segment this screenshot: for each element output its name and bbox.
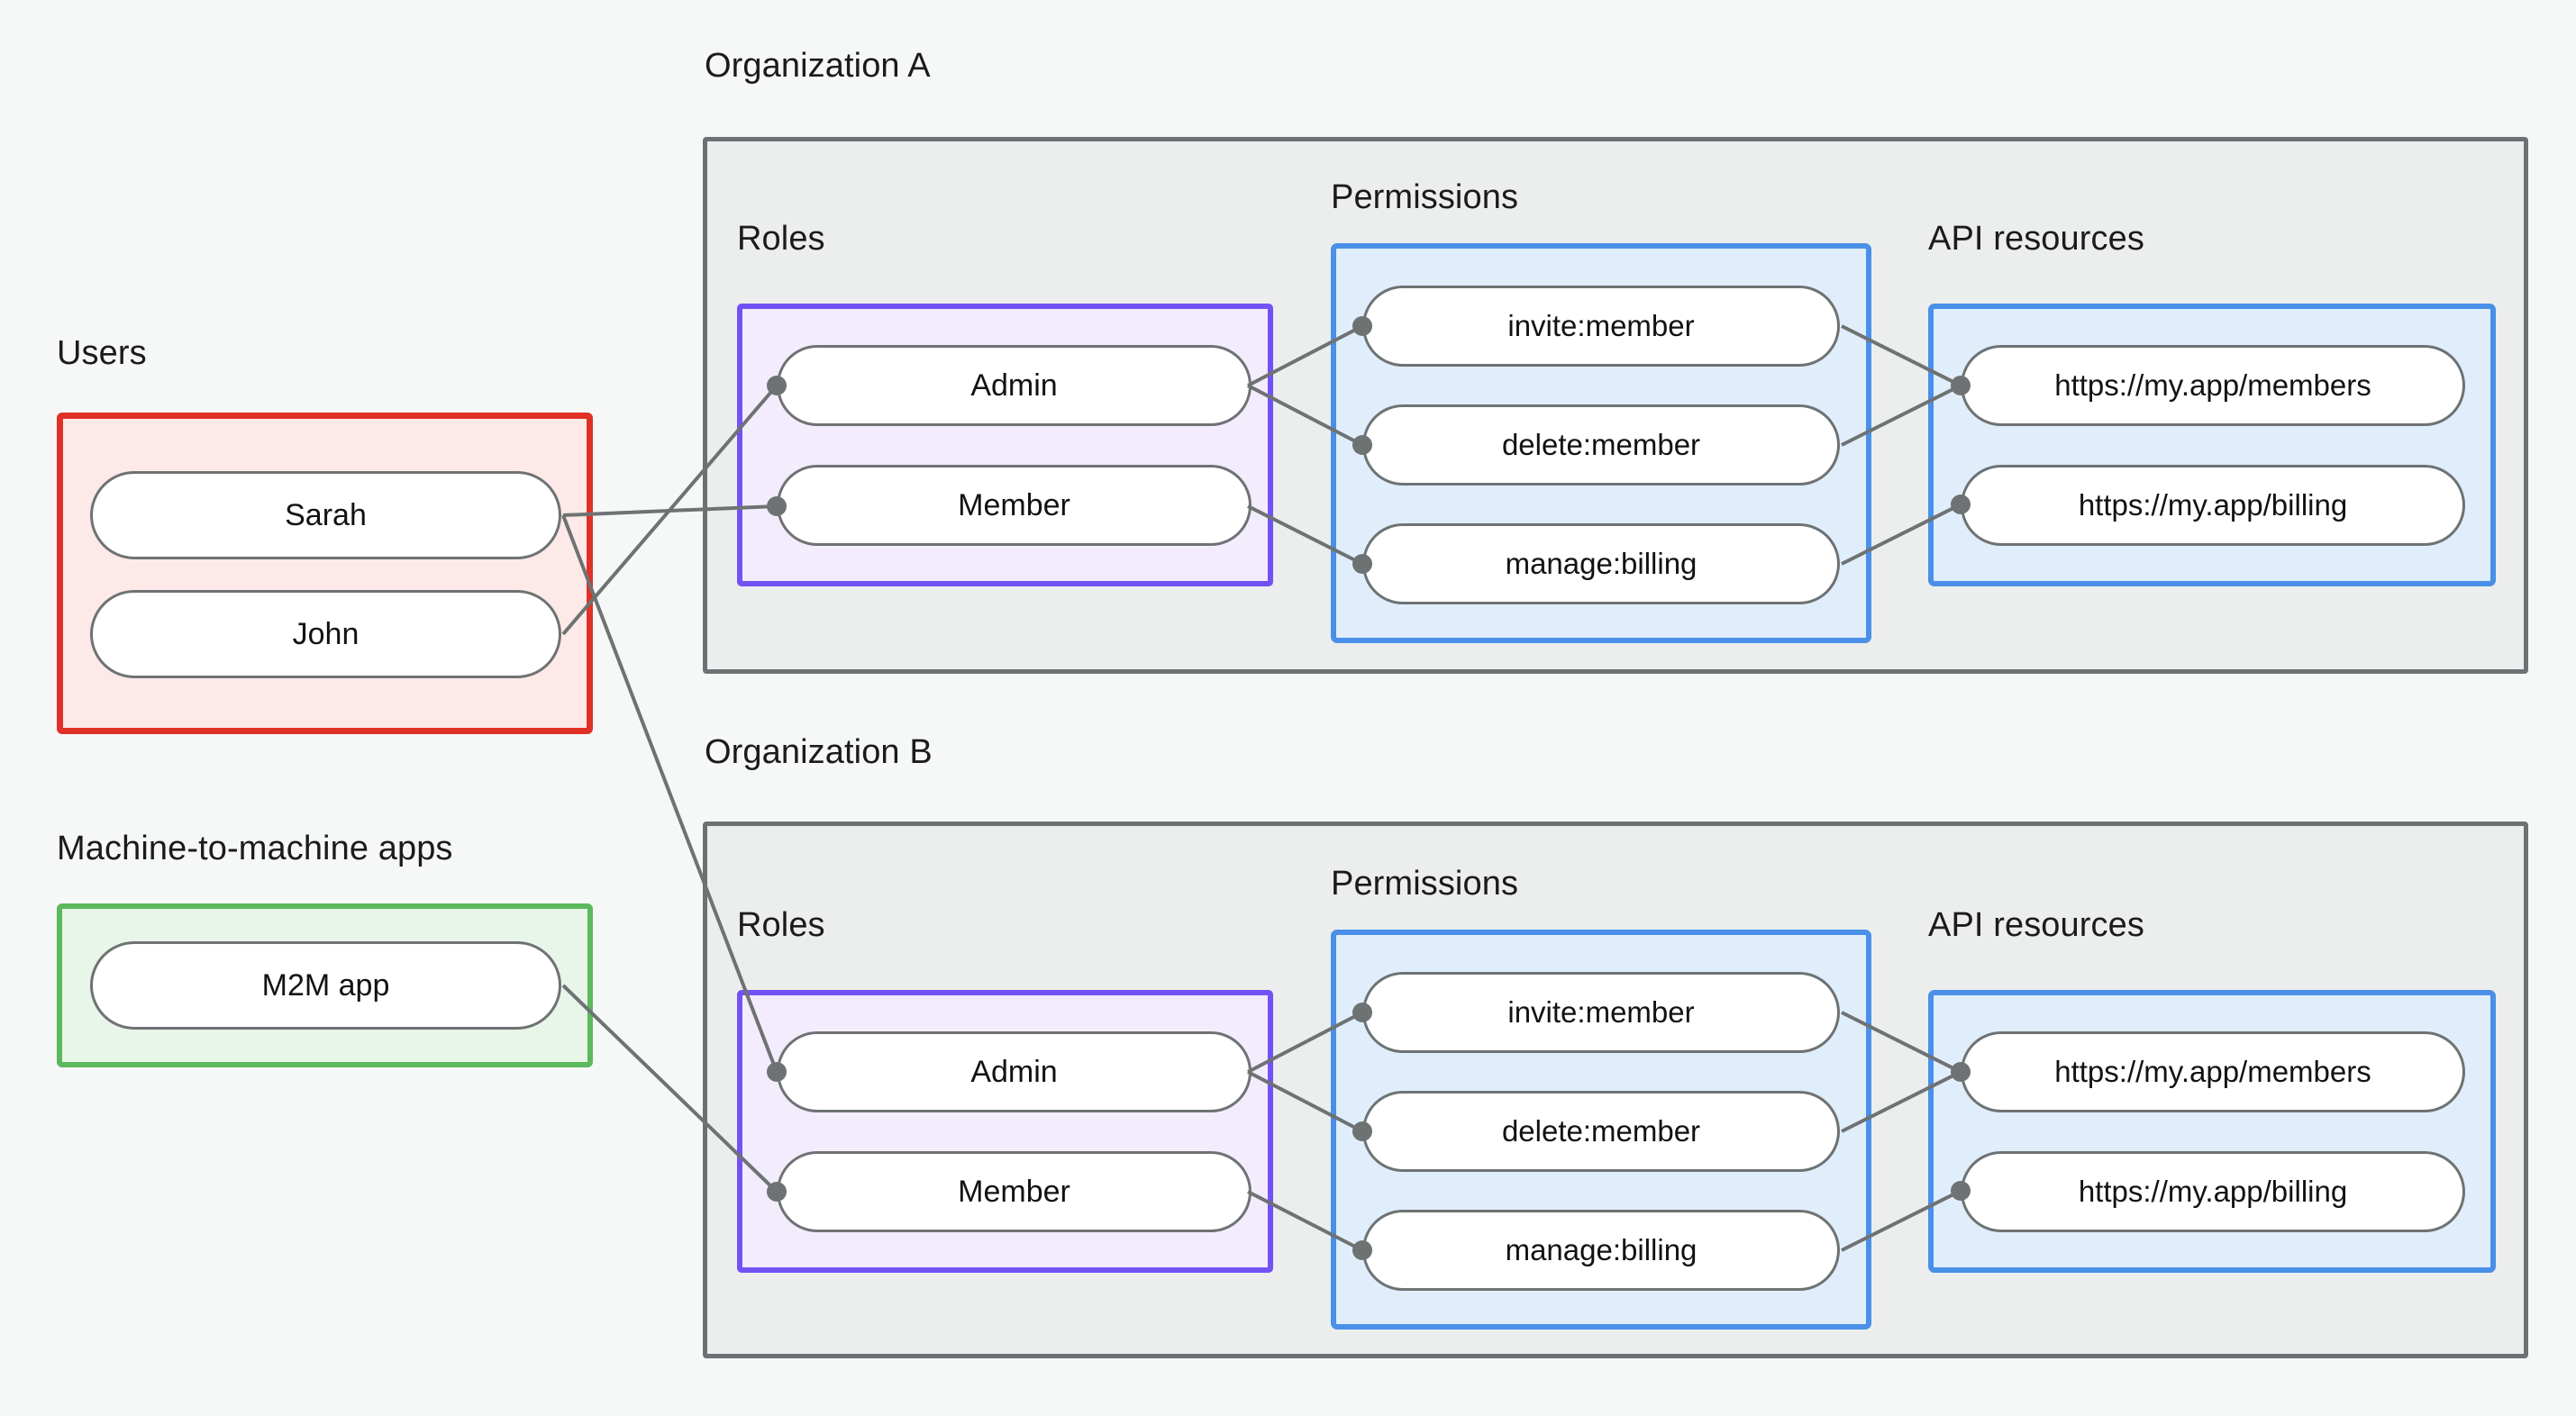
org-b-api-resource-members[interactable]: https://my.app/members [1961, 1031, 2465, 1112]
org-b-role-member[interactable]: Member [777, 1151, 1252, 1232]
org-a-roles-label: Roles [737, 220, 825, 258]
org-a-permission-manage-billing[interactable]: manage:billing [1362, 523, 1840, 604]
org-b-api-resource-billing[interactable]: https://my.app/billing [1961, 1151, 2465, 1232]
org-a-api-resource-members[interactable]: https://my.app/members [1961, 345, 2465, 426]
org-b-permission-delete-member[interactable]: delete:member [1362, 1091, 1840, 1172]
org-a-role-admin[interactable]: Admin [777, 345, 1252, 426]
user-node-john[interactable]: John [90, 590, 561, 678]
org-b-api-resources-label: API resources [1928, 906, 2144, 944]
user-node-sarah[interactable]: Sarah [90, 471, 561, 559]
org-a-permission-delete-member[interactable]: delete:member [1362, 404, 1840, 486]
m2m-group-label: Machine-to-machine apps [57, 830, 453, 867]
m2m-node-app[interactable]: M2M app [90, 941, 561, 1030]
org-a-label: Organization A [705, 47, 931, 85]
org-b-roles-label: Roles [737, 906, 825, 944]
org-b-role-admin[interactable]: Admin [777, 1031, 1252, 1112]
org-a-permission-invite-member[interactable]: invite:member [1362, 286, 1840, 367]
org-a-permissions-label: Permissions [1331, 178, 1519, 216]
org-b-permission-invite-member[interactable]: invite:member [1362, 972, 1840, 1053]
org-b-permission-manage-billing[interactable]: manage:billing [1362, 1210, 1840, 1291]
org-b-permissions-label: Permissions [1331, 865, 1519, 903]
users-group-label: Users [57, 334, 147, 372]
org-a-api-resources-label: API resources [1928, 220, 2144, 258]
org-a-api-resource-billing[interactable]: https://my.app/billing [1961, 465, 2465, 546]
org-b-label: Organization B [705, 733, 933, 771]
org-a-role-member[interactable]: Member [777, 465, 1252, 546]
users-group [57, 413, 593, 734]
